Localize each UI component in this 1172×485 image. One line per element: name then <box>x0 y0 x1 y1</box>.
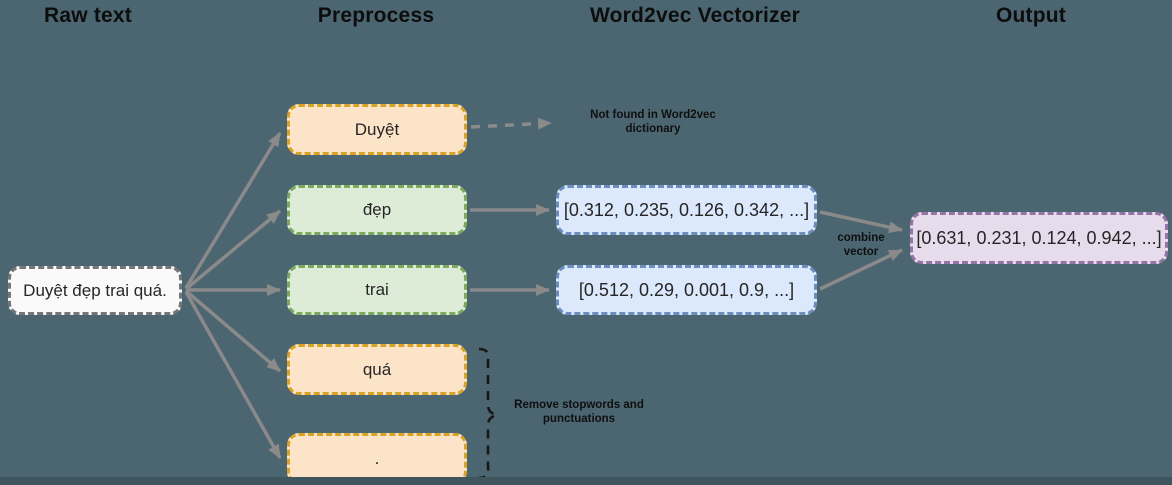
header-output: Output <box>995 4 1067 27</box>
token-box-qua: quá <box>287 344 467 395</box>
token-box-dep: đẹp <box>287 185 467 235</box>
vector-dep-value: [0.312, 0.235, 0.126, 0.342, ...] <box>563 199 810 220</box>
vector-box-dep: [0.312, 0.235, 0.126, 0.342, ...] <box>556 185 817 235</box>
token-duyet-label: Duyệt <box>354 119 400 139</box>
remove-stopwords-annotation: Remove stopwords and punctuations <box>514 399 644 426</box>
header-word2vec-vectorizer: Word2vec Vectorizer <box>589 4 801 27</box>
not-found-dashed-arrow <box>470 117 552 130</box>
token-box-duyet: Duyệt <box>287 104 467 155</box>
not-found-annotation: Not found in Word2vec dictionary <box>590 109 716 136</box>
vector-box-trai: [0.512, 0.29, 0.001, 0.9, ...] <box>556 265 817 315</box>
output-vector-box: [0.631, 0.231, 0.124, 0.942, ...] <box>910 212 1168 264</box>
token-period-label: . <box>374 448 380 468</box>
header-preprocess: Preprocess <box>317 4 435 27</box>
vector-trai-value: [0.512, 0.29, 0.001, 0.9, ...] <box>578 279 795 300</box>
bottom-bar <box>0 477 1172 485</box>
token-trai-label: trai <box>365 280 389 299</box>
token-box-trai: trai <box>287 265 467 315</box>
output-vector-value: [0.631, 0.231, 0.124, 0.942, ...] <box>916 227 1162 248</box>
token-qua-label: quá <box>362 359 392 379</box>
raw-text-box: Duyệt đẹp trai quá. <box>8 266 182 315</box>
header-raw-text: Raw text <box>44 4 132 27</box>
raw-text-label: Duyệt đẹp trai quá. <box>23 280 167 300</box>
combine-vector-annotation: combine vector <box>837 232 885 259</box>
token-dep-label: đẹp <box>362 200 392 219</box>
stopwords-brace <box>478 347 502 480</box>
